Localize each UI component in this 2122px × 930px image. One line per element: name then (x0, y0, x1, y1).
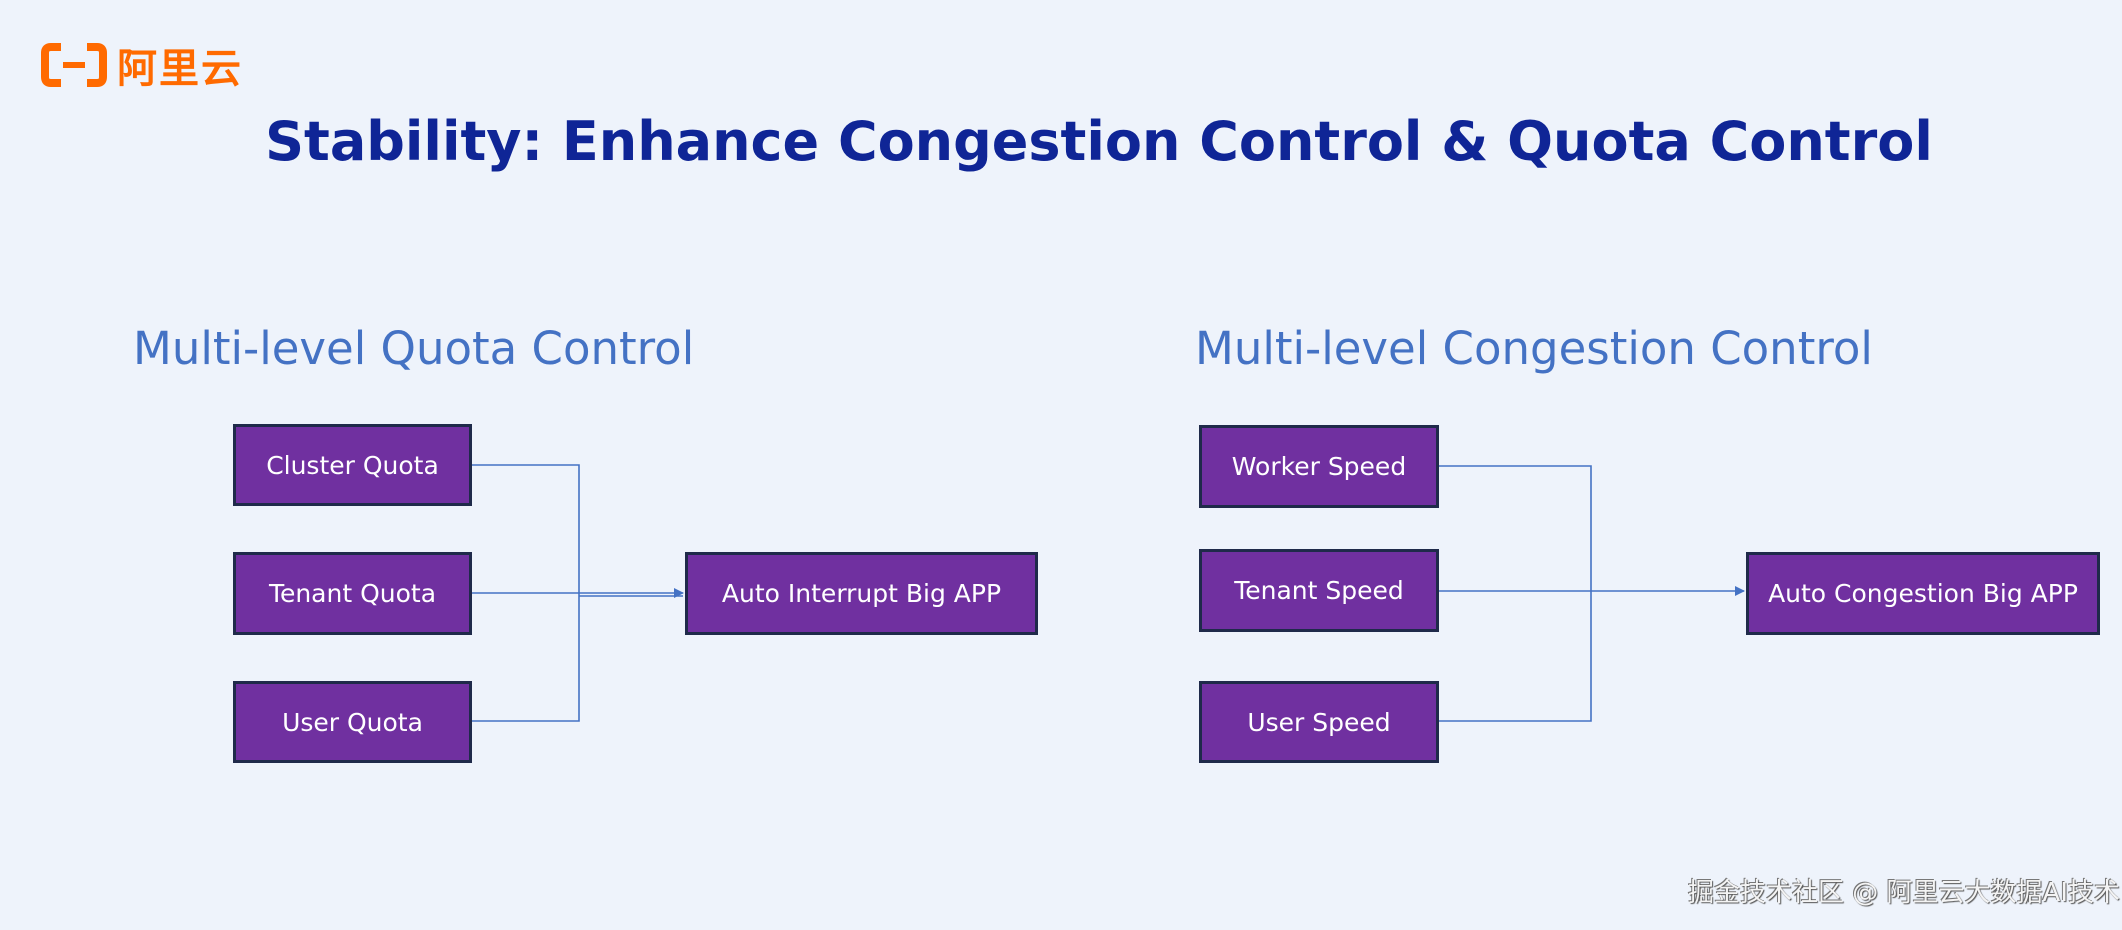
logo-text: 阿里云 (117, 46, 243, 92)
quota-heading: Multi-level Quota Control (133, 322, 695, 375)
page-title: Stability: Enhance Congestion Control & … (265, 110, 1933, 173)
cluster-quota-box: Cluster Quota (233, 424, 472, 506)
auto-interrupt-box: Auto Interrupt Big APP (685, 552, 1038, 635)
tenant-quota-box: Tenant Quota (233, 552, 472, 635)
user-speed-box: User Speed (1199, 681, 1439, 763)
watermark: 掘金技术社区 @ 阿里云大数据AI技术 (1688, 878, 2120, 908)
auto-congestion-box: Auto Congestion Big APP (1746, 552, 2100, 635)
congestion-heading: Multi-level Congestion Control (1195, 322, 1873, 375)
tenant-speed-box: Tenant Speed (1199, 549, 1439, 632)
worker-speed-box: Worker Speed (1199, 425, 1439, 508)
alibaba-cloud-bracket-icon (41, 43, 107, 87)
connector-worker (1439, 465, 1592, 722)
alibaba-cloud-logo: 阿里云 (41, 36, 243, 94)
user-quota-box: User Quota (233, 681, 472, 763)
